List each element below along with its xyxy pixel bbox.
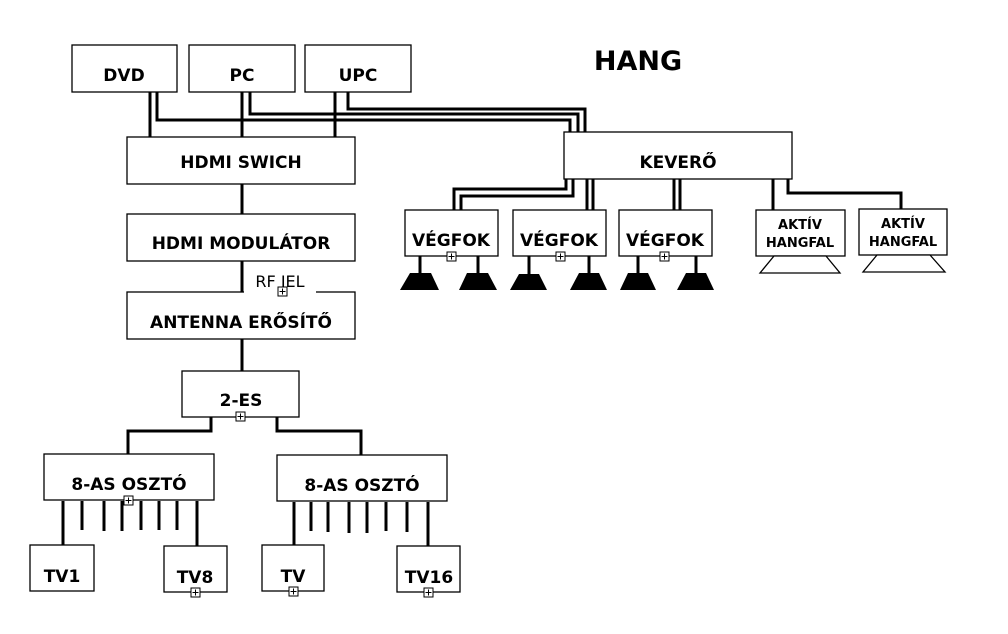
active-speaker-1-line1: AKTÍV	[778, 217, 822, 233]
amplifier-2[interactable]: VÉGFOK	[512, 209, 607, 257]
wire-splitter2-right	[275, 417, 363, 455]
wire-mixer-amp1a	[452, 179, 568, 210]
amplifier-1[interactable]: VÉGFOK	[404, 209, 499, 257]
expand-icon[interactable]	[123, 495, 134, 506]
splitter-2[interactable]: 2-ES	[181, 370, 300, 418]
tv-16-box	[396, 545, 461, 593]
antenna-amplifier-label: ANTENNA ERŐSÍTŐ	[150, 311, 332, 333]
tv-9[interactable]: TV	[261, 544, 325, 592]
speaker-icon	[510, 274, 547, 290]
mixer-label: KEVERŐ	[639, 151, 716, 173]
active-speaker-1-box	[755, 209, 846, 257]
active-speaker-2-box	[858, 208, 948, 256]
amplifier-3[interactable]: VÉGFOK	[618, 209, 713, 257]
expand-icon[interactable]	[555, 251, 566, 262]
diagram-title: HANG	[594, 46, 682, 77]
antenna-amplifier[interactable]: RF JEL ANTENNA ERŐSÍTŐ	[126, 272, 356, 340]
expand-icon[interactable]	[235, 411, 246, 422]
expand-icon[interactable]	[190, 587, 201, 598]
amplifier-1-box	[404, 209, 499, 257]
active-speaker-2-line2: HANGFAL	[869, 235, 937, 250]
rf-label-background	[244, 276, 316, 296]
splitter-8-left-box	[43, 453, 215, 501]
wire-upc-mixer	[346, 92, 587, 133]
active-speaker-2-line1: AKTÍV	[881, 216, 925, 232]
speaker-icon	[400, 273, 439, 290]
tv-16[interactable]: TV16	[396, 545, 461, 593]
hdmi-switch-box	[126, 136, 356, 185]
tv-1[interactable]: TV1	[29, 544, 95, 592]
tv-16-label: TV16	[405, 568, 453, 588]
expand-icon[interactable]	[277, 286, 288, 297]
amplifier-2-label: VÉGFOK	[520, 229, 599, 251]
hdmi-switch[interactable]: HDMI SWICH	[126, 136, 356, 185]
speaker-stand-icon	[758, 255, 842, 274]
source-dvd[interactable]: DVD	[71, 44, 178, 93]
splitter-8-left[interactable]: 8-AS OSZTÓ	[43, 453, 215, 501]
amplifier-3-box	[618, 209, 713, 257]
expand-icon[interactable]	[423, 587, 434, 598]
splitter-8-right-label: 8-AS OSZTÓ	[304, 474, 419, 496]
source-pc[interactable]: PC	[188, 44, 296, 93]
tv-9-box	[261, 544, 325, 592]
speaker-icon	[459, 273, 497, 290]
splitter-2-box	[181, 370, 300, 418]
wire-mixer-active2	[786, 179, 903, 210]
active-speaker-1-line2: HANGFAL	[766, 236, 834, 251]
rf-signal-label: RF JEL	[255, 272, 304, 291]
speaker-icon	[570, 273, 607, 290]
speaker-icon	[677, 273, 714, 290]
tv-1-label: TV1	[44, 567, 81, 587]
mixer[interactable]: KEVERŐ	[563, 131, 793, 180]
splitter-8-left-label: 8-AS OSZTÓ	[71, 473, 186, 495]
expand-icon[interactable]	[446, 251, 457, 262]
mixer-box	[563, 131, 793, 180]
tv-9-label: TV	[281, 567, 307, 587]
splitter-8-right-box	[276, 454, 448, 502]
source-dvd-label: DVD	[103, 66, 144, 86]
splitter-2-label: 2-ES	[220, 391, 263, 411]
hdmi-switch-label: HDMI SWICH	[180, 153, 302, 173]
expand-icon[interactable]	[288, 586, 299, 597]
speaker-icon	[620, 273, 656, 290]
active-speaker-2[interactable]: AKTÍV HANGFAL	[858, 208, 948, 273]
source-upc[interactable]: UPC	[304, 44, 412, 93]
source-upc-box	[304, 44, 412, 93]
antenna-amplifier-box	[126, 291, 356, 340]
wire-dvd-mixer	[155, 92, 572, 133]
tv-8-label: TV8	[177, 568, 214, 588]
tv-1-box	[29, 544, 95, 592]
expand-icon[interactable]	[659, 251, 670, 262]
hdmi-modulator-label: HDMI MODULÁTOR	[152, 232, 331, 254]
source-pc-box	[188, 44, 296, 93]
tv-8[interactable]: TV8	[163, 545, 228, 593]
source-pc-label: PC	[230, 66, 255, 86]
wire-splitter2-left	[126, 417, 213, 455]
active-speaker-1[interactable]: AKTÍV HANGFAL	[755, 209, 846, 274]
wires	[61, 92, 903, 546]
source-dvd-box	[71, 44, 178, 93]
speaker-stand-icon	[861, 254, 947, 273]
wire-pc-mixer	[248, 92, 580, 133]
hdmi-modulator-box	[126, 213, 356, 262]
splitter-8-right[interactable]: 8-AS OSZTÓ	[276, 454, 448, 502]
amplifier-3-label: VÉGFOK	[626, 229, 705, 251]
source-upc-label: UPC	[339, 66, 378, 86]
wire-mixer-amp1b	[459, 179, 575, 210]
hdmi-modulator[interactable]: HDMI MODULÁTOR	[126, 213, 356, 262]
amplifier-1-label: VÉGFOK	[412, 229, 491, 251]
